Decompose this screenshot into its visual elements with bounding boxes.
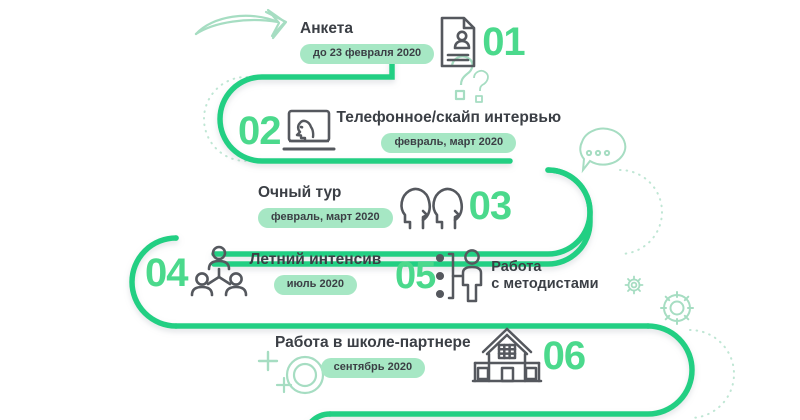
- step-05-title-line2: с методистами: [491, 276, 599, 292]
- serpentine-track: [129, 57, 695, 420]
- gear-large-icon: [660, 291, 694, 325]
- school-building-icon: [471, 327, 542, 383]
- step-01-number: 01: [482, 20, 525, 64]
- speech-bubble-icon: [579, 127, 627, 174]
- step-02-texts: Телефонное/скайп интервью февраль, март …: [336, 109, 562, 153]
- step-06-title: Работа в школе-партнере: [275, 334, 471, 352]
- step-02-title: Телефонное/скайп интервью: [336, 109, 562, 127]
- two-heads-icon: [399, 187, 463, 230]
- plus-small-icon: [275, 376, 293, 394]
- step-04-texts: Летний интенсив июль 2020: [249, 251, 382, 295]
- document-person-icon: [440, 16, 476, 68]
- step-05-title-line1: Работа: [491, 258, 542, 275]
- step-item-02[interactable]: 02 Телефонное/скайп интервью февраль, ма…: [238, 105, 561, 157]
- laptop-head-icon: [282, 109, 335, 151]
- question-mark-small-icon: [473, 69, 489, 103]
- step-04-date-pill: июль 2020: [273, 274, 357, 295]
- step-item-06[interactable]: Работа в школе-партнере сентябрь 2020: [275, 325, 586, 387]
- step-02-number: 02: [238, 109, 281, 153]
- step-05-texts: Работа с методистами: [491, 259, 598, 293]
- step-item-01[interactable]: Анкета до 23 февраля 2020 01: [300, 14, 526, 70]
- step-04-title: Летний интенсив: [249, 251, 382, 269]
- step-02-date-pill: февраль, март 2020: [381, 132, 517, 153]
- step-item-04[interactable]: 04 Летний интенсив июль 2020: [145, 243, 381, 303]
- step-01-texts: Анкета до 23 февраля 2020: [300, 20, 435, 64]
- step-01-title: Анкета: [300, 20, 353, 38]
- gear-small-icon: [624, 275, 644, 295]
- step-03-number: 03: [468, 184, 512, 228]
- group-people-icon: [190, 245, 247, 297]
- step-06-number: 06: [542, 334, 586, 378]
- step-04-number: 04: [145, 251, 188, 295]
- step-03-texts: Очный тур февраль, март 2020: [258, 184, 393, 228]
- step-01-date-pill: до 23 февраля 2020: [300, 43, 435, 64]
- step-item-03[interactable]: Очный тур февраль, март 2020 03: [258, 178, 512, 234]
- curved-arrow-icon: [194, 8, 288, 40]
- step-item-05[interactable]: 05 Работа с методистами: [395, 245, 599, 307]
- plus-large-icon: [257, 350, 279, 372]
- step-06-texts: Работа в школе-партнере сентябрь 2020: [275, 334, 471, 378]
- step-06-date-pill: сентябрь 2020: [320, 357, 426, 378]
- person-checklist-icon: [436, 249, 483, 303]
- step-03-title: Очный тур: [258, 184, 342, 202]
- step-05-number: 05: [395, 255, 436, 297]
- step-03-date-pill: февраль, март 2020: [258, 207, 393, 228]
